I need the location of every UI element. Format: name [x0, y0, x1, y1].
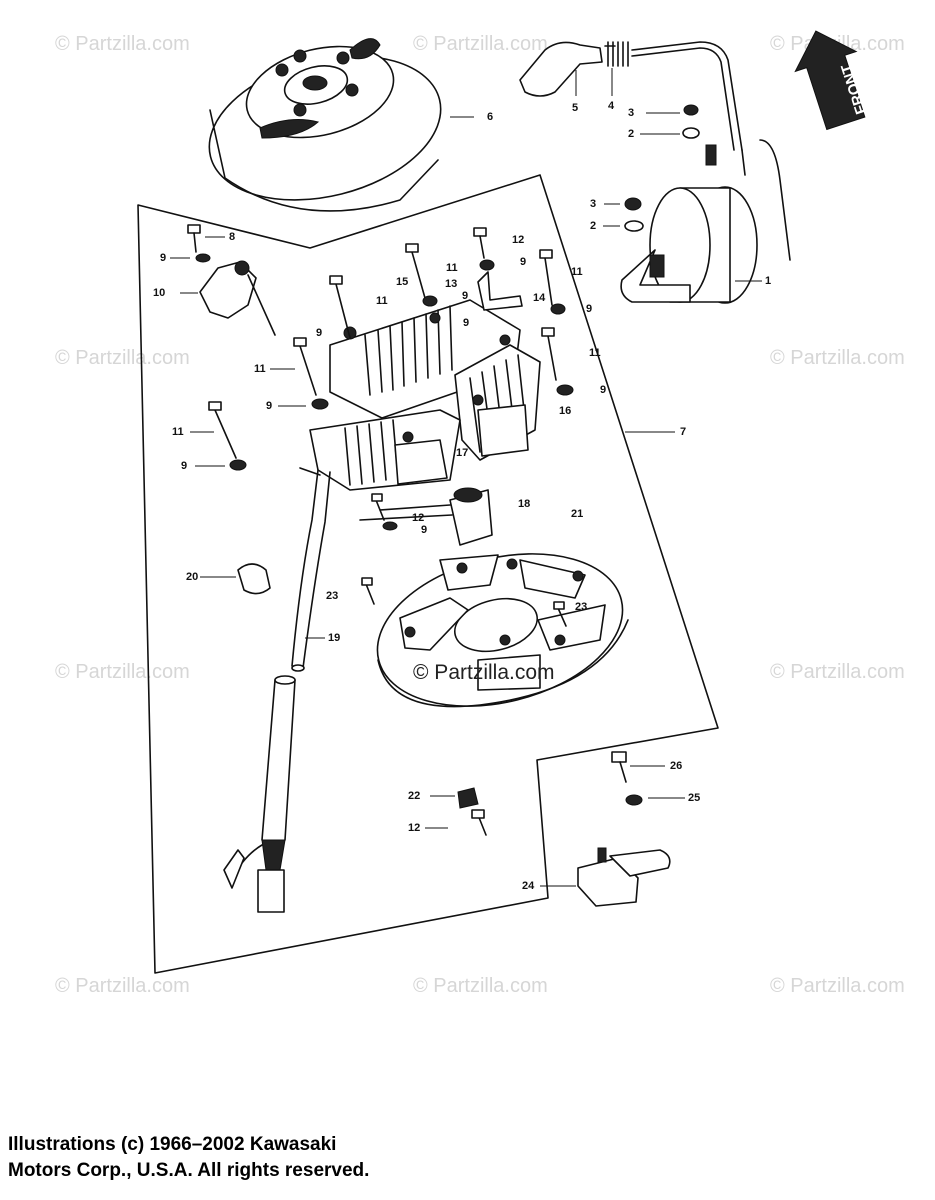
- watermark: © Partzilla.com: [55, 33, 190, 55]
- regulator-icon: [577, 847, 671, 907]
- callout-label: 11: [589, 347, 601, 359]
- screw-icon: [557, 607, 567, 627]
- washer-icon: [229, 259, 574, 531]
- callout-label: 2: [590, 220, 597, 232]
- callout-label: 9: [421, 524, 428, 536]
- leader-lines: [170, 68, 762, 887]
- callout-label: 15: [396, 276, 409, 288]
- callout-label: 9: [600, 384, 607, 396]
- callout-label: 11: [376, 295, 388, 307]
- callout-label: 23: [326, 590, 339, 602]
- assembly-boundary: [137, 174, 719, 974]
- callout-label: 24: [522, 880, 535, 892]
- center-watermark: © Partzilla.com: [413, 661, 555, 684]
- clamp-icon: [457, 787, 479, 809]
- watermark: © Partzilla.com: [413, 33, 548, 55]
- callout-label: 11: [571, 266, 583, 278]
- callout-label: 3: [628, 107, 635, 119]
- contact-breaker-icon: [187, 224, 276, 336]
- flywheel-rotor-icon: [208, 38, 442, 212]
- bolt-icon: [611, 751, 627, 763]
- callout-label: 22: [408, 790, 421, 802]
- callout-label: 11: [446, 262, 458, 274]
- spark-plug-cap-icon: [519, 41, 629, 97]
- watermark: © Partzilla.com: [55, 347, 190, 369]
- callout-label: 2: [628, 128, 635, 140]
- condenser-icon: [359, 487, 493, 546]
- callout-label: 9: [586, 303, 593, 315]
- callout-label: 12: [408, 822, 421, 834]
- copyright-line-1: Illustrations (c) 1966–2002 Kawasaki: [8, 1134, 337, 1155]
- callout-label: 5: [572, 102, 579, 114]
- callout-label: 16: [559, 405, 572, 417]
- watermark: © Partzilla.com: [55, 661, 190, 683]
- watermark: © Partzilla.com: [413, 975, 548, 997]
- grommet-icon: [237, 563, 271, 595]
- screw-icon: [365, 583, 375, 605]
- callout-label: 23: [575, 601, 588, 613]
- callout-label: 4: [608, 100, 615, 112]
- wire-harness-icon: [223, 467, 331, 913]
- stator-coil-icon: [309, 299, 541, 491]
- callout-label: 26: [670, 760, 683, 772]
- callout-label: 9: [520, 256, 527, 268]
- callout-label: 9: [160, 252, 167, 264]
- stator-plate-icon: [376, 553, 629, 708]
- screw-icon: [375, 499, 385, 521]
- callout-label: 10: [153, 287, 166, 299]
- callout-label: 3: [590, 198, 597, 210]
- callout-label: 19: [328, 632, 341, 644]
- watermark: © Partzilla.com: [770, 347, 905, 369]
- callout-label: 9: [462, 290, 469, 302]
- callout-label: 6: [487, 111, 494, 123]
- callout-label: 9: [463, 317, 470, 329]
- copyright-line-2: Motors Corp., U.S.A. All rights reserved…: [8, 1160, 370, 1181]
- callout-label: 9: [266, 400, 273, 412]
- callout-label: 8: [229, 231, 236, 243]
- callout-label: 12: [412, 512, 425, 524]
- callout-label: 1: [765, 275, 772, 287]
- washer-icon: [625, 794, 643, 806]
- callout-label: 13: [445, 278, 458, 290]
- callout-label: 11: [254, 363, 266, 375]
- callout-label: 12: [512, 234, 525, 246]
- callout-label: 14: [533, 292, 546, 304]
- nut-washer-icon: [624, 104, 717, 232]
- ignition-coil-icon: [620, 139, 791, 304]
- callout-label: 9: [181, 460, 188, 472]
- high-tension-wire: [631, 41, 743, 151]
- callout-label: 21: [571, 508, 584, 520]
- front-arrow-icon: FRONT: [794, 30, 870, 131]
- callout-label: 18: [518, 498, 531, 510]
- watermark: © Partzilla.com: [770, 975, 905, 997]
- callout-label: 17: [456, 447, 469, 459]
- callout-label: 9: [316, 327, 323, 339]
- watermark: © Partzilla.com: [55, 975, 190, 997]
- screw-icon: [208, 227, 557, 459]
- callout-label: 11: [172, 426, 184, 438]
- callout-label: 25: [688, 792, 701, 804]
- callout-label: 7: [680, 426, 687, 438]
- callout-label: 20: [186, 571, 199, 583]
- watermark: © Partzilla.com: [770, 661, 905, 683]
- bracket-icon: [477, 271, 523, 311]
